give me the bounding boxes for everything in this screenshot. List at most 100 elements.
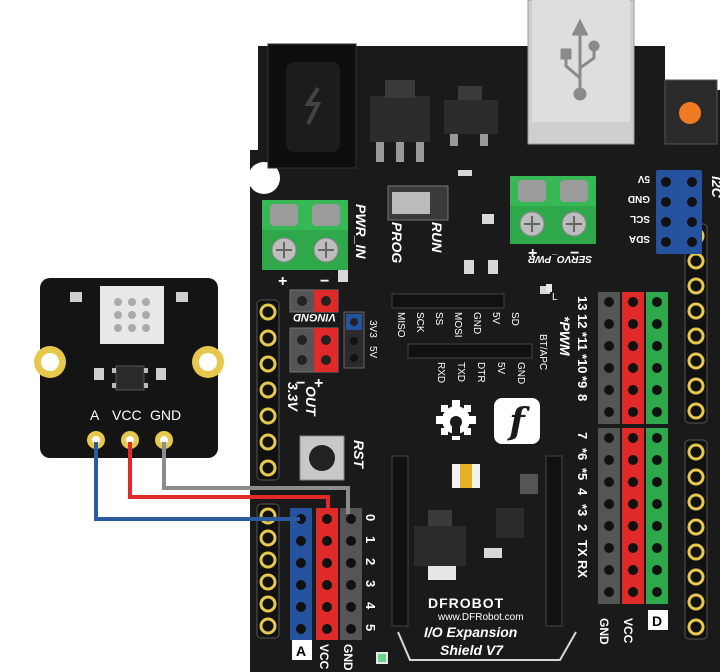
- rst-label: RST: [351, 440, 367, 469]
- website-label: www.DFRobot.com: [437, 612, 524, 623]
- digital-pin: [628, 587, 638, 597]
- digital-pin: [628, 565, 638, 575]
- header-pin: [259, 595, 277, 613]
- bt-apc-label: BT/APC: [537, 334, 548, 370]
- wire-a: [94, 442, 300, 521]
- digital-pin: [604, 455, 614, 465]
- analog-pin: [322, 536, 332, 546]
- digital-pin: [652, 565, 662, 575]
- digital-pin-number: *3: [575, 504, 590, 516]
- usb-icon: [560, 18, 600, 101]
- header-pin: [259, 573, 277, 591]
- digital-pin-number: *9: [575, 376, 590, 388]
- digital-pin: [628, 477, 638, 487]
- left-lower-header: [256, 503, 280, 639]
- digital-pin-number: 13: [575, 296, 590, 310]
- digital-pin-number: TX: [575, 540, 590, 557]
- i2c-pin: [661, 177, 671, 187]
- digital-pin-number: *10: [575, 354, 590, 374]
- wire-gnd: [162, 442, 350, 514]
- header-pin: [687, 468, 705, 486]
- header-pin: [687, 568, 705, 586]
- i2c-pin: [687, 237, 697, 247]
- spi-bottom-label: DTR: [475, 362, 486, 383]
- spi-top-label: MISO: [395, 312, 406, 338]
- digital-pin: [652, 297, 662, 307]
- digital-pin: [652, 477, 662, 487]
- i2c-label: I2C: [709, 176, 720, 199]
- spi-bottom-label: TXD: [455, 362, 466, 382]
- header-pin: [259, 551, 277, 569]
- digital-pin: [628, 319, 638, 329]
- header-pin: [687, 327, 705, 345]
- plus-pwr: +: [278, 273, 287, 290]
- header-pin: [687, 377, 705, 395]
- digital-pin: [652, 499, 662, 509]
- spi-top-label: SS: [433, 312, 444, 326]
- digital-pin: [628, 499, 638, 509]
- digital-pin: [652, 587, 662, 597]
- analog-pin: [346, 580, 356, 590]
- digital-pin: [604, 433, 614, 443]
- digital-pin: [652, 363, 662, 373]
- sensor-pin-label-gnd: GND: [150, 407, 181, 423]
- analog-pin: [296, 624, 306, 634]
- analog-col-vcc: VCC: [317, 644, 331, 670]
- header-pin: [687, 443, 705, 461]
- spi-bottom-label: 5V: [495, 362, 506, 375]
- digital-header: D: [598, 292, 668, 630]
- digital-pin: [652, 543, 662, 553]
- analog-pin: [346, 514, 356, 524]
- digital-pin: [604, 521, 614, 531]
- analog-header: A: [290, 508, 362, 660]
- i2c-pin: [661, 217, 671, 227]
- i2c-pin-label: 5V: [637, 173, 650, 184]
- header-pin: [687, 402, 705, 420]
- spi-top-label: 5V: [490, 312, 501, 325]
- minus-servo: −: [570, 245, 579, 262]
- digital-pin: [604, 341, 614, 351]
- header-pin: [687, 493, 705, 511]
- wires: [94, 442, 350, 521]
- digital-pin: [652, 433, 662, 443]
- digital-pin: [604, 565, 614, 575]
- digital-pin: [628, 407, 638, 417]
- digital-pin: [604, 587, 614, 597]
- dfrobot-logo-icon: f: [494, 398, 540, 444]
- header-pin: [687, 352, 705, 370]
- digital-pin: [604, 407, 614, 417]
- digital-pin-number: 4: [575, 488, 590, 496]
- analog-pin-number: 4: [363, 602, 378, 610]
- plus-servo: +: [528, 245, 537, 262]
- header-pin: [687, 618, 705, 636]
- analog-pin: [296, 580, 306, 590]
- digital-col-gnd: GND: [597, 618, 611, 645]
- digital-pin-number: 7: [575, 432, 590, 439]
- digital-pin-number: *5: [575, 468, 590, 480]
- digital-pin: [604, 385, 614, 395]
- minus-3v3: −: [296, 375, 305, 392]
- out-label: OUT: [303, 386, 319, 417]
- analog-pin: [346, 558, 356, 568]
- digital-pin: [604, 543, 614, 553]
- header-pin: [259, 459, 277, 477]
- spi-top-label: SCK: [414, 312, 425, 333]
- digital-pin: [652, 385, 662, 395]
- product-line-2: Shield V7: [440, 642, 504, 658]
- shield-labels: PWR_IN PROG RUN SERVO_PWR I2C VINGND 3.3…: [278, 176, 720, 658]
- digital-pin-number: 8: [575, 394, 590, 401]
- header-pin: [259, 529, 277, 547]
- right-edge-header: [684, 223, 708, 640]
- digital-pin-number: RX: [575, 560, 590, 578]
- analog-pin: [322, 558, 332, 568]
- expansion-shield: f: [248, 0, 720, 672]
- i2c-pin: [687, 217, 697, 227]
- vingnd-label: VINGND: [293, 311, 336, 323]
- pwm-label: *PWM: [557, 316, 573, 356]
- digital-pin: [604, 477, 614, 487]
- analog-pin: [296, 536, 306, 546]
- digital-pin: [604, 297, 614, 307]
- digital-pin: [628, 433, 638, 443]
- digital-pin: [652, 455, 662, 465]
